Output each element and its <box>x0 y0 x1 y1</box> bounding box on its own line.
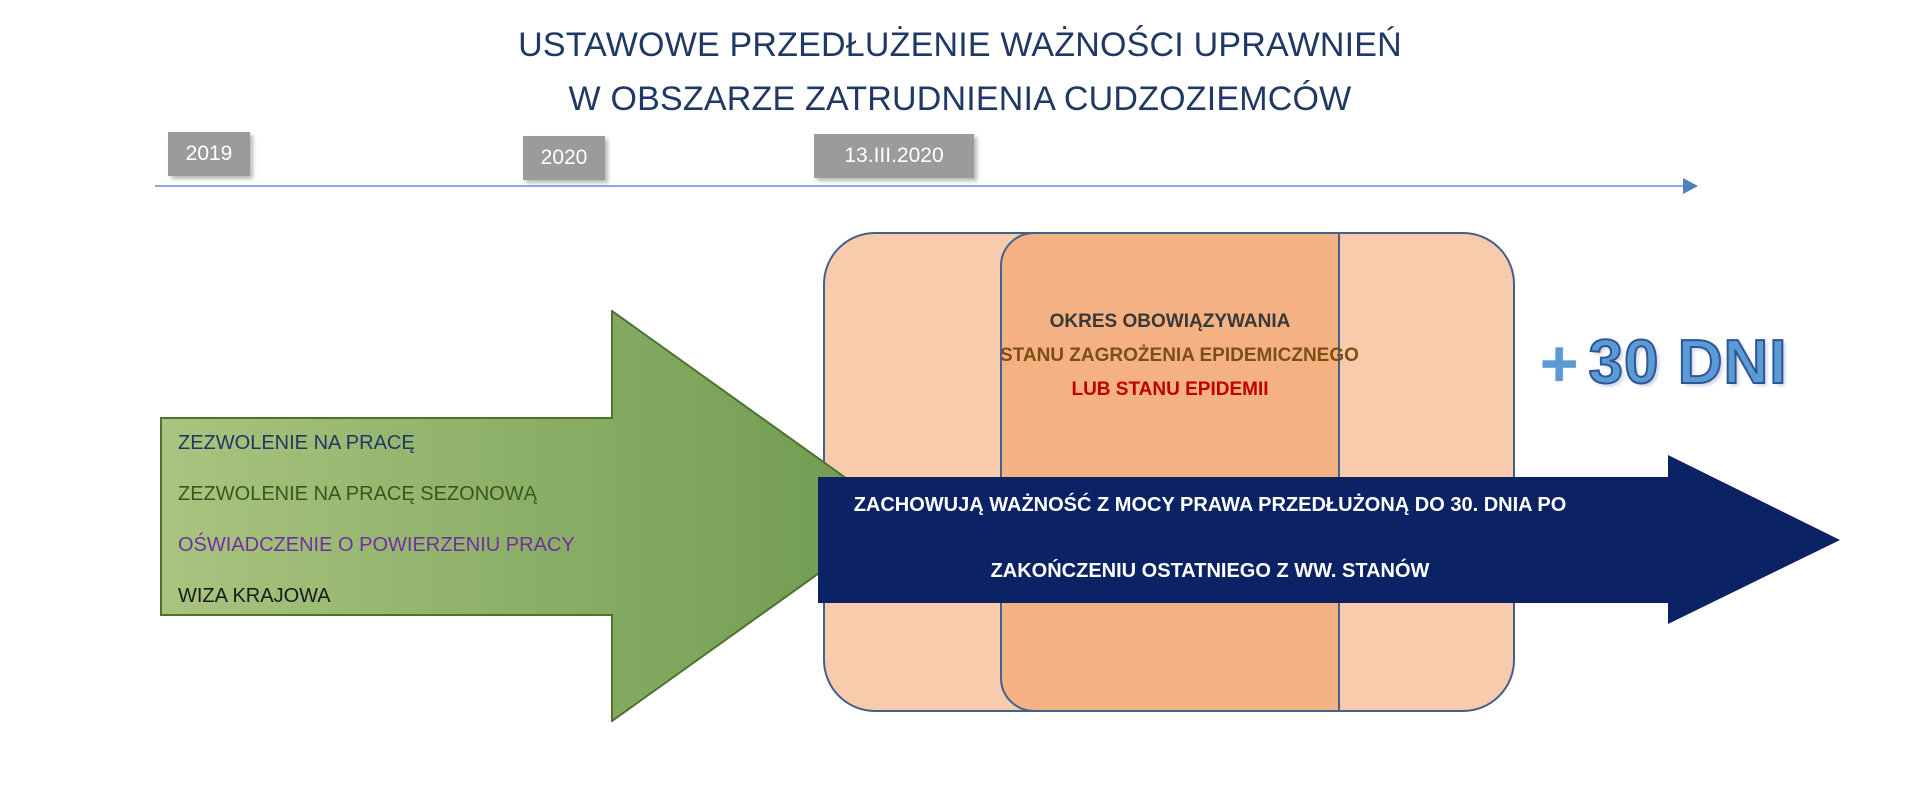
epidemic-period-line-3: LUB STANU EPIDEMII <box>1071 379 1269 400</box>
validity-navy-arrow <box>818 455 1840 625</box>
timeline-chip-2020: 2020 <box>523 136 605 180</box>
permits-list-item-1: ZEZWOLENIE NA PRACĘ SEZONOWĄ <box>178 483 537 505</box>
epidemic-period-inner-band <box>1000 232 1340 712</box>
title-line-1: USTAWOWE PRZEDŁUŻENIE WAŻNOŚCI UPRAWNIEŃ <box>518 26 1402 64</box>
timeline-chip-2019-label: 2019 <box>185 142 233 165</box>
permits-list-item-2: OŚWIADCZENIE O POWIERZENIU PRACY <box>178 534 575 556</box>
timeline-chip-date-label: 13.III.2020 <box>844 144 944 167</box>
validity-line-1: ZACHOWUJĄ WAŻNOŚĆ Z MOCY PRAWA PRZEDŁUŻO… <box>853 494 1567 516</box>
plus-30-days-badge: + 30 DNI <box>1540 330 1788 396</box>
epidemic-period-text: OKRES OBOWIĄZYWANIA STANU ZAGROŻENIA EPI… <box>1000 305 1359 407</box>
plus-30-days-value: 30 DNI <box>1588 328 1788 397</box>
title-line-2: W OBSZARZE ZATRUDNIENIA CUDZOZIEMCÓW <box>568 80 1352 118</box>
page-title: USTAWOWE PRZEDŁUŻENIE WAŻNOŚCI UPRAWNIEŃ… <box>0 18 1920 126</box>
permits-list-item-0: ZEZWOLENIE NA PRACĘ <box>178 432 415 454</box>
epidemic-period-line-2: STANU ZAGROŻENIA EPIDEMICZNEGO <box>1000 345 1359 366</box>
validity-line-2: ZAKOŃCZENIU OSTATNIEGO Z WW. STANÓW <box>990 560 1430 582</box>
permits-list: ZEZWOLENIE NA PRACĘ ZEZWOLENIE NA PRACĘ … <box>178 418 648 622</box>
timeline-arrow-icon <box>1683 178 1698 194</box>
timeline-chip-date: 13.III.2020 <box>814 134 974 178</box>
permits-list-item-3: WIZA KRAJOWA <box>178 585 331 607</box>
epidemic-period-line-1: OKRES OBOWIĄZYWANIA <box>1049 311 1291 332</box>
plus-icon: + <box>1540 326 1579 400</box>
timeline-chip-2020-label: 2020 <box>540 146 588 169</box>
permits-green-arrow <box>160 310 900 722</box>
timeline-axis <box>155 185 1685 187</box>
validity-text: ZACHOWUJĄ WAŻNOŚĆ Z MOCY PRAWA PRZEDŁUŻO… <box>830 472 1590 604</box>
timeline-chip-2019: 2019 <box>168 132 250 176</box>
